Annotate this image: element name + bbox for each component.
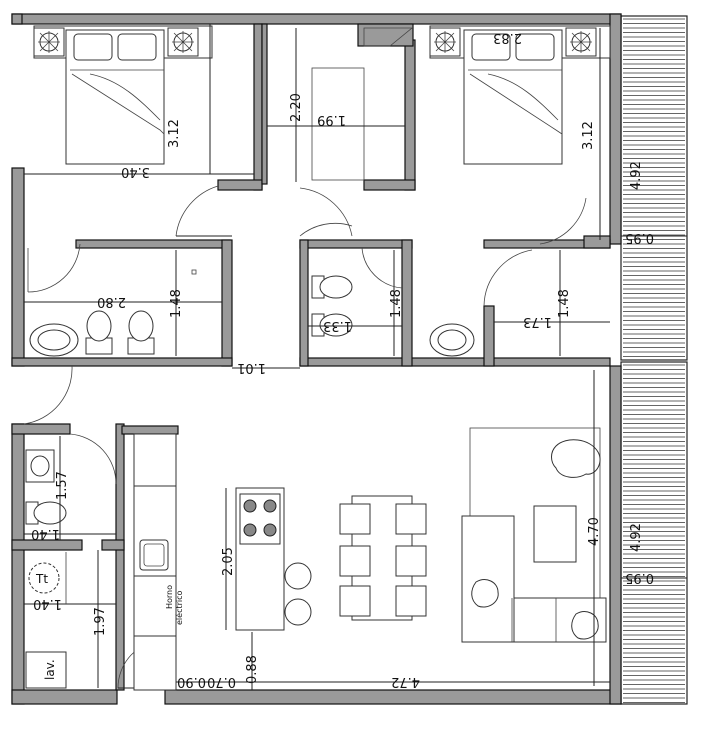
dim-bath2-depth: 1.48 [389,289,404,318]
dim-bath2-width: 1.33 [323,318,352,333]
dim-entry-depth: 0.88 [245,655,260,684]
dim-living-depth: 4.70 [587,517,602,546]
dim-island-length: 2.05 [221,547,236,576]
dim-balcony-upper-length: 4.92 [629,161,644,190]
nightstand-lamp-icon [429,27,461,57]
dining-table [339,495,427,621]
dim-hall-width: 1.99 [317,112,346,127]
interior-walls [11,23,611,691]
nightstand-lamp-icon [565,27,597,57]
dim-bedroom2-depth: 3.12 [581,121,596,150]
oven-label-line1: Horno [165,585,174,609]
laundry-room: Tt 1.40 1.97 lav. [24,550,165,689]
hall-closet: 1.99 2.20 [267,27,414,237]
dim-bedroom2-width: 2.83 [493,30,522,45]
bedroom-1: 3.40 3.12 [24,24,254,237]
sink-icon [139,539,169,571]
dim-balcony-lower-width: 0.95 [625,570,654,585]
dim-toilet-depth: 1.57 [55,471,70,500]
oven-label-line2: eléctrico [174,590,184,625]
outer-walls [11,13,622,705]
dim-corridor-width: 1.01 [237,360,266,375]
bathroom-3: 1.73 1.48 [429,249,610,357]
dim-balcony-lower-length: 4.92 [629,523,644,552]
dim-entry-a: 0.90 [177,674,206,689]
dim-entry-b: 0.70 [207,674,236,689]
dim-living-width: 4.72 [391,674,420,689]
toilet-room: 1.57 1.40 [24,433,117,541]
dim-balcony-upper-width: 0.95 [625,230,654,245]
dim-hall-depth: 2.20 [289,93,304,122]
laundry-label: lav. [43,659,57,680]
balcony-upper [620,15,688,361]
water-heater-label: Tt [35,572,48,586]
nightstand-lamp-icon [33,27,65,57]
dim-toilet-width: 1.40 [31,526,60,541]
dim-bath1-width: 2.80 [97,294,126,309]
bedroom-2: 2.83 3.12 [429,25,611,245]
dim-bedroom1-width: 3.40 [121,164,150,179]
living-area: 4.70 [461,370,607,686]
dim-bath3-depth: 1.48 [557,289,572,318]
nightstand-lamp-icon [167,27,199,57]
kitchen: Horno eléctrico 2.05 0.88 [133,433,312,691]
dim-bath1-depth: 1.48 [169,289,184,318]
dim-bath3-width: 1.73 [523,314,552,329]
dim-bedroom1-depth: 3.12 [167,119,182,148]
bathroom-2: 1.33 1.48 [308,247,404,356]
bathroom-1: 2.80 1.48 [24,243,222,357]
cooktop-icon [239,493,281,545]
dim-laundry-width: 1.40 [33,596,62,611]
dim-laundry-depth: 1.97 [93,607,108,636]
